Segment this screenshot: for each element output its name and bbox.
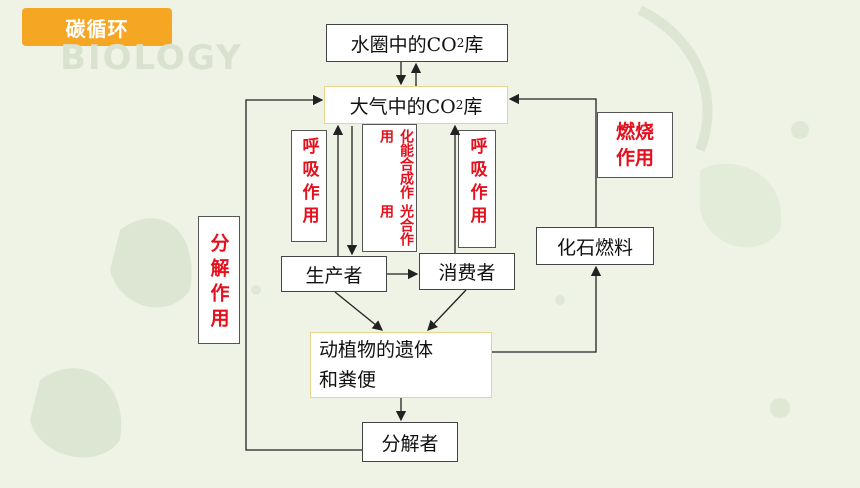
chemosynthesis-label: 化能合成作用	[378, 129, 414, 199]
fossil-fuel-node: 化石燃料	[536, 227, 654, 265]
remains-line-1: 动植物的遗体	[319, 339, 434, 361]
photosynthesis-label: 光合作用	[378, 203, 414, 246]
water-reservoir-subscript: 2	[456, 36, 465, 50]
water-reservoir-suffix: 库	[464, 33, 484, 56]
combustion-line-2: 作用	[615, 147, 654, 169]
producer-respiration-label: 呼吸作用	[291, 130, 327, 242]
consumer-respiration-label: 呼吸作用	[458, 130, 496, 248]
combustion-label: 燃烧 作用	[597, 112, 673, 178]
synthesis-labels: 化能合成作用 光合作用	[362, 124, 417, 252]
air-reservoir-prefix: 大气中的CO	[349, 95, 456, 118]
consumer-node: 消费者	[419, 253, 515, 290]
decomposition-label: 分解作用	[198, 216, 240, 344]
water-reservoir-prefix: 水圈中的CO	[350, 33, 457, 56]
decomposer-node: 分解者	[362, 422, 458, 462]
producer-node: 生产者	[281, 256, 387, 292]
combustion-line-1: 燃烧	[615, 121, 654, 143]
air-reservoir-subscript: 2	[455, 98, 464, 112]
watermark: BIOLOGY	[60, 38, 243, 78]
remains-node: 动植物的遗体 和粪便	[310, 332, 492, 398]
air-reservoir-suffix: 库	[463, 95, 483, 118]
remains-line-2: 和粪便	[319, 369, 377, 391]
topic-tag: 碳循环	[22, 8, 172, 46]
